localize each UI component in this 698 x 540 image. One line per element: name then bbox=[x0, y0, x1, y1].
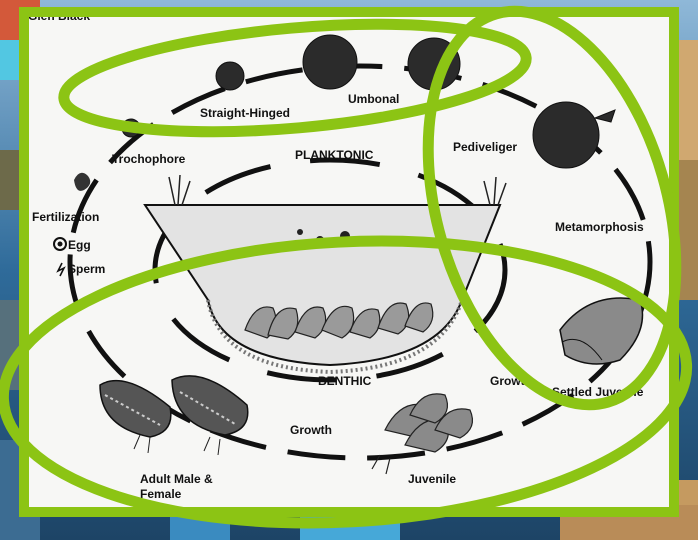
stage-label-growth-right: Growth bbox=[490, 374, 532, 388]
stage-label-straight-hinged: Straight-Hinged bbox=[200, 106, 290, 120]
stage-label-settled-juvenile: Settled Juvenile bbox=[552, 385, 643, 399]
zone-label-planktonic: PLANKTONIC bbox=[295, 148, 373, 162]
stage-label-trochophore: Trochophore bbox=[112, 152, 185, 166]
stage-label-egg: Egg bbox=[68, 238, 91, 252]
stage-label-juvenile: Juvenile bbox=[408, 472, 456, 486]
credit-text: Glen Black bbox=[28, 9, 90, 23]
stage-label-metamorphosis: Metamorphosis bbox=[555, 220, 644, 234]
stage-label-sperm: Sperm bbox=[68, 262, 105, 276]
stage-label-fertilization: Fertilization bbox=[32, 210, 99, 224]
zone-label-benthic: BENTHIC bbox=[318, 374, 371, 388]
stage-label-adult: Adult Male & Female bbox=[140, 472, 250, 502]
stage-label-umbonal: Umbonal bbox=[348, 92, 399, 106]
stage-label-pediveliger: Pediveliger bbox=[453, 140, 517, 154]
stage-label-growth-bottom: Growth bbox=[290, 423, 332, 437]
